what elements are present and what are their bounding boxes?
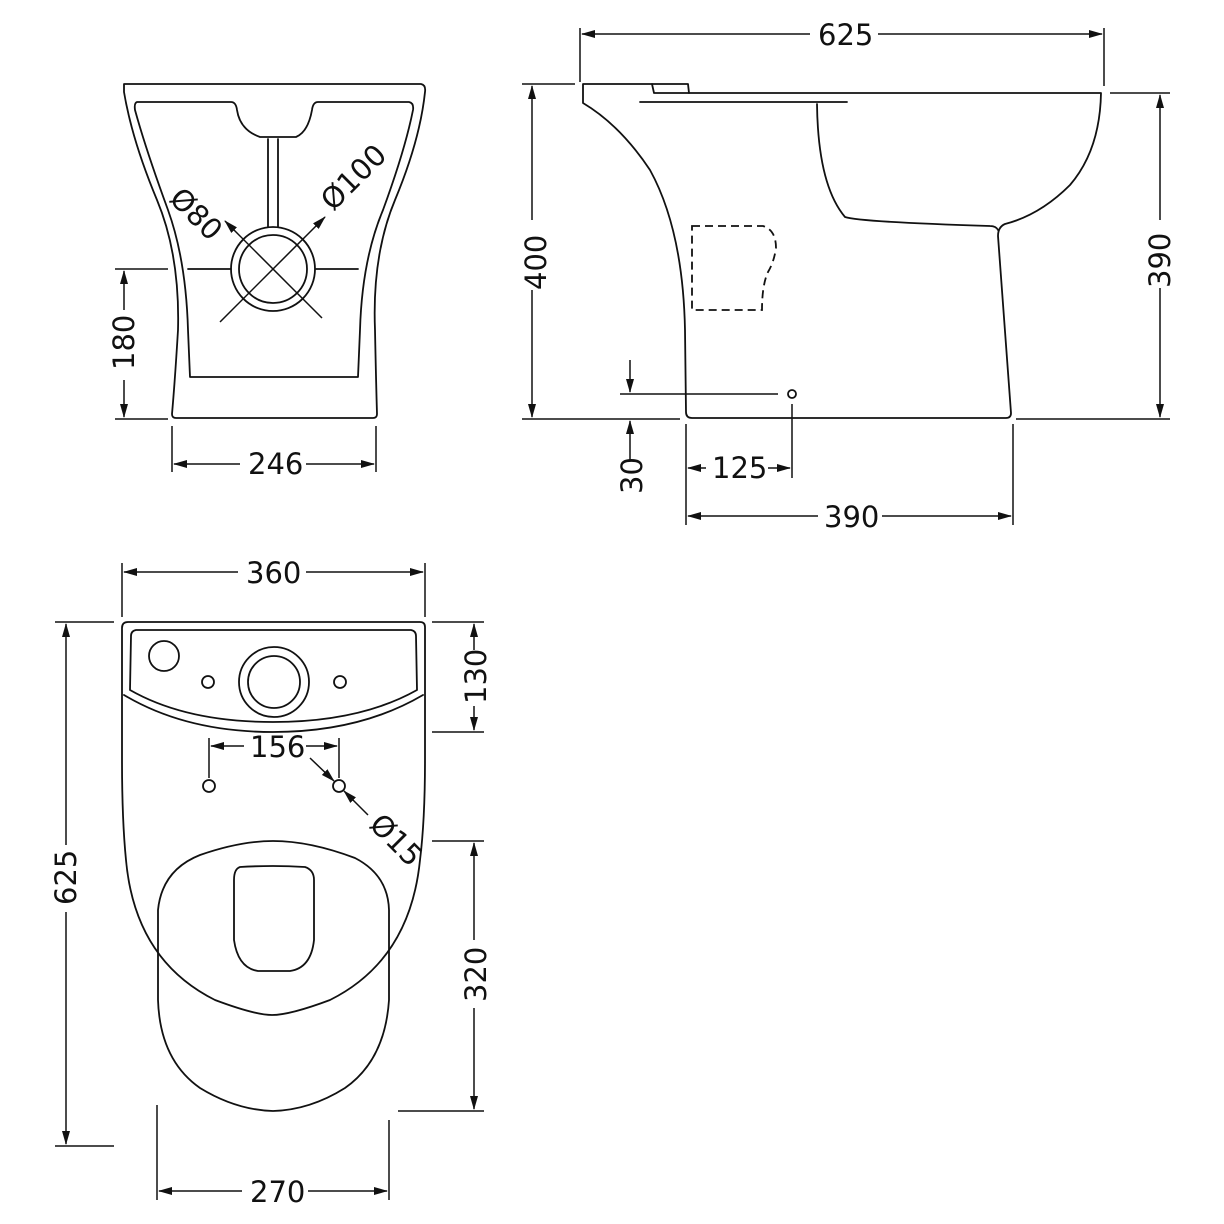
- dia100-leader: [219, 216, 326, 323]
- rear-view: Ø80 Ø100 180 246: [107, 83, 427, 481]
- dim-dia80: Ø80: [163, 181, 229, 247]
- cistern-front-edge: [123, 694, 424, 733]
- tap-hole-right: [333, 675, 347, 689]
- seat-lid-hinge: [233, 865, 315, 972]
- dim-320: 320: [459, 947, 493, 1002]
- fixing-hole-right: [332, 779, 346, 793]
- dim-390-rim: 390: [1143, 233, 1177, 288]
- dim-246: 246: [248, 447, 303, 481]
- flush-button-inner: [247, 655, 301, 709]
- rear-inner-outline: [133, 101, 415, 378]
- outlet-outer-circle: [230, 226, 316, 312]
- fixing-hole-left: [202, 779, 216, 793]
- tap-hole-left: [201, 675, 215, 689]
- dia15-leader-out: [343, 790, 369, 816]
- dim-dia100: Ø100: [314, 138, 393, 217]
- dim-180: 180: [107, 315, 141, 370]
- filler-hole: [148, 640, 180, 672]
- side-view: 625 400 390 30 125 390: [519, 18, 1177, 534]
- cistern-lid: [129, 629, 418, 723]
- dim-400: 400: [519, 235, 553, 290]
- flush-button-outer: [238, 646, 310, 718]
- dim-390-base: 390: [824, 500, 879, 534]
- top-outer-outline: [121, 621, 426, 1016]
- outlet-inner-circle: [238, 234, 308, 304]
- dim-30: 30: [615, 457, 649, 494]
- bowl-outline: [816, 103, 999, 231]
- dim-125: 125: [712, 451, 767, 485]
- dia15-leader-in: [309, 757, 335, 782]
- fixing-point: [787, 389, 797, 399]
- dim-270: 270: [250, 1175, 305, 1209]
- rear-outer-outline: [123, 83, 427, 419]
- cistern-button: [651, 83, 690, 94]
- dim-625-top: 625: [49, 850, 83, 905]
- dim-130: 130: [459, 649, 493, 704]
- dim-625-side: 625: [818, 18, 873, 52]
- outlet-hidden-outline: [691, 225, 777, 311]
- dim-360: 360: [246, 556, 301, 590]
- side-outline: [582, 83, 1102, 419]
- seat-outline: [157, 840, 390, 1112]
- top-view: 360 625 130 156 Ø15 320 270: [49, 556, 493, 1209]
- dim-156: 156: [250, 730, 305, 764]
